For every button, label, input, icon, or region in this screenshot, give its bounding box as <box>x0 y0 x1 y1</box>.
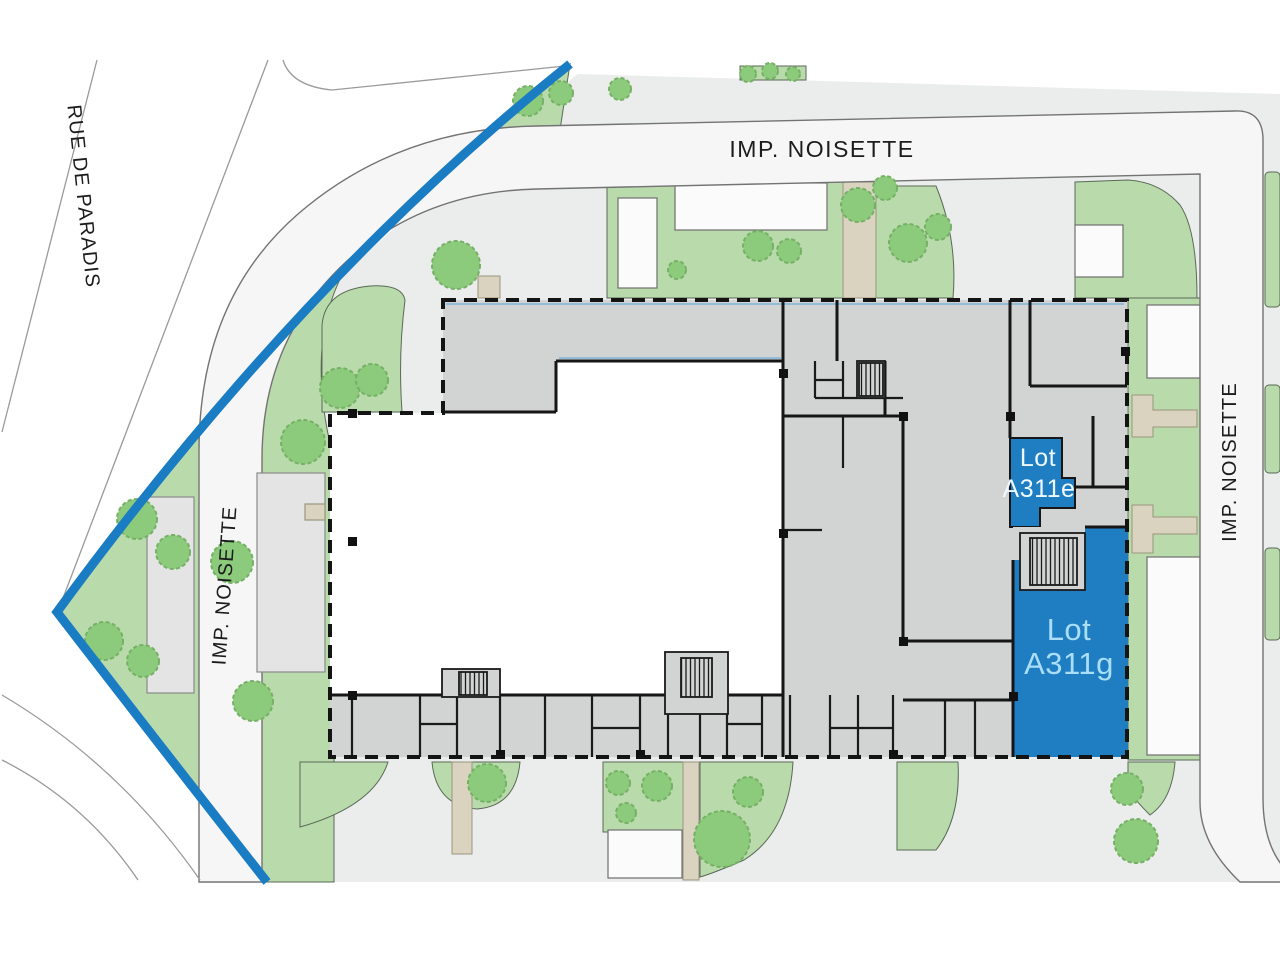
streets <box>1 59 1280 883</box>
green-south-1 <box>299 761 389 828</box>
svg-text:Lot: Lot <box>1047 612 1092 647</box>
lot-a311g-label[interactable]: Lot A311g <box>1024 612 1114 681</box>
street-label-imp-noisette-right: IMP. NOISETTE <box>1219 382 1241 542</box>
svg-text:A311e: A311e <box>1003 475 1076 503</box>
trees <box>84 62 1159 868</box>
staircase-north <box>856 360 886 399</box>
street-label-rue-de-paradis: RUE DE PARADIS <box>62 104 103 290</box>
site-boundary-blue-line <box>51 60 573 885</box>
building-boundary-dashed <box>328 298 1129 759</box>
building-courtyard <box>330 361 783 695</box>
green-south-4 <box>896 761 959 851</box>
beige-paths <box>451 181 1198 881</box>
staircases <box>441 360 1086 715</box>
staircase-lot-a311g <box>1019 532 1086 591</box>
green-far-east-3 <box>1264 547 1280 641</box>
street-label-imp-noisette-top: IMP. NOISETTE <box>729 136 914 162</box>
neighbour-buildings <box>146 472 326 694</box>
staircase-south-middle <box>664 651 729 715</box>
svg-text:A311g: A311g <box>1024 646 1114 681</box>
structural-columns <box>348 347 1130 759</box>
white-pads <box>607 182 1201 879</box>
staircase-southwest <box>441 668 501 698</box>
lot-a311e-label[interactable]: Lot A311e <box>1003 444 1076 503</box>
street-rue-de-paradis-lines <box>1 59 566 881</box>
svg-text:Lot: Lot <box>1020 444 1056 472</box>
green-far-east-2 <box>1264 384 1280 474</box>
main-building <box>328 298 1130 759</box>
green-far-east-1 <box>1264 171 1280 308</box>
